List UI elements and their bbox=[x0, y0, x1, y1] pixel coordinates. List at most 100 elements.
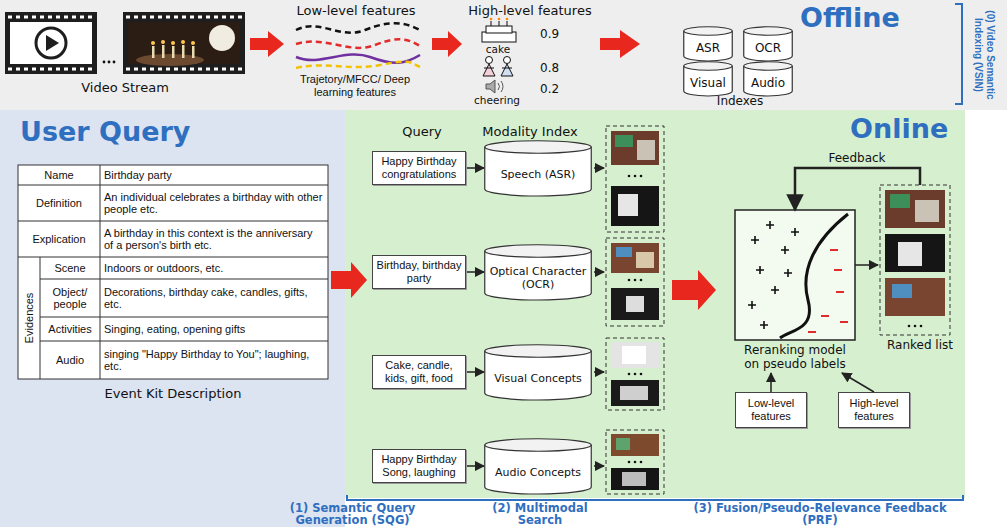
node-text: Low-level features bbox=[739, 397, 803, 423]
result-thumbnails bbox=[634, 175, 637, 178]
feature-caption: Trajetory/MFCC/ Deep learning features bbox=[290, 73, 420, 99]
ranked-thumbnails bbox=[915, 200, 939, 222]
concept-score: 0.9 bbox=[540, 27, 574, 42]
query-box: Birthday, birthday party bbox=[372, 255, 466, 289]
query-box: Cake, candle, kids, gift, food bbox=[372, 355, 466, 389]
node-text: Optical Character (OCR) bbox=[486, 265, 590, 291]
cake-icon bbox=[507, 21, 508, 26]
reranking-plot bbox=[808, 250, 848, 332]
red-arrow bbox=[250, 31, 284, 57]
kids-icon bbox=[484, 68, 494, 69]
connector-arrow bbox=[842, 373, 874, 392]
result-thumbnails bbox=[611, 243, 659, 273]
cake-icon bbox=[490, 18, 493, 21]
reranking-plot bbox=[748, 221, 799, 329]
event-kit-table bbox=[18, 221, 328, 222]
result-arrow bbox=[594, 271, 604, 273]
ranked-thumbnails bbox=[885, 190, 945, 228]
event-kit-table bbox=[18, 165, 328, 379]
connector-arrow bbox=[795, 168, 920, 210]
node-text: Ranked list bbox=[878, 338, 962, 352]
table-cell: Scene bbox=[40, 257, 100, 279]
modality-index: Visual Concepts bbox=[484, 344, 592, 400]
kids-icon bbox=[483, 57, 513, 77]
concept-name: cake bbox=[470, 43, 526, 56]
result-thumbnails bbox=[616, 438, 630, 450]
result-thumbnails bbox=[611, 380, 659, 406]
concept-score: 0.8 bbox=[540, 61, 574, 76]
red-arrow bbox=[432, 31, 462, 57]
kids-icon bbox=[501, 64, 513, 76]
panel-heading: Offline bbox=[800, 2, 900, 34]
reranking-model: Reranking model on pseudo labels bbox=[735, 210, 855, 373]
result-thumbnails bbox=[634, 279, 637, 282]
film-strip bbox=[191, 41, 195, 45]
film-strip bbox=[181, 40, 185, 44]
film-strip bbox=[8, 16, 95, 19]
result-thumbnails bbox=[611, 434, 659, 456]
table-cell: Activities bbox=[40, 317, 100, 341]
feature-heading: Low-level features bbox=[286, 3, 426, 19]
concept-name: cheering bbox=[462, 94, 532, 107]
node-text: Visual bbox=[685, 76, 731, 90]
film-strip bbox=[126, 68, 243, 71]
node-text: Birthday, birthday party bbox=[376, 259, 462, 285]
cylinder-top bbox=[684, 62, 733, 71]
ranked-thumbnails bbox=[920, 325, 923, 328]
film-strip bbox=[123, 12, 245, 74]
cylinder-top bbox=[744, 27, 793, 36]
feature-curve bbox=[296, 23, 420, 68]
table-cell: Name bbox=[18, 165, 100, 185]
cylinder-top bbox=[744, 62, 793, 71]
result-thumbnails bbox=[615, 135, 633, 147]
event-kit-table bbox=[18, 257, 328, 258]
index-cylinder: Visual bbox=[683, 61, 733, 96]
ellipsis-dots bbox=[108, 61, 111, 64]
film-strip bbox=[172, 46, 175, 58]
table-cell: Object/ people bbox=[40, 279, 100, 317]
film-strip bbox=[151, 41, 155, 45]
result-thumbnails bbox=[634, 461, 637, 464]
ranked-thumbnails bbox=[880, 185, 950, 335]
film-strip bbox=[209, 25, 235, 51]
stream-caption: Video Stream bbox=[70, 80, 180, 96]
feature-curve bbox=[296, 39, 420, 48]
film-strip bbox=[5, 12, 97, 74]
cylinder-top bbox=[684, 27, 733, 36]
ellipsis-dots bbox=[113, 61, 116, 64]
feature-curve bbox=[296, 23, 420, 32]
cylinder-body bbox=[485, 251, 592, 300]
result-thumbnails bbox=[640, 373, 643, 376]
result-thumbnails bbox=[620, 386, 648, 400]
reranking-plot bbox=[735, 210, 855, 340]
film-strip bbox=[182, 45, 185, 58]
result-thumbnails bbox=[636, 252, 654, 268]
ranked-thumbnails bbox=[898, 242, 922, 266]
result-thumbnails bbox=[611, 288, 659, 320]
index-cylinder: OCR bbox=[743, 26, 793, 61]
reranking-plot bbox=[780, 214, 848, 338]
ranked-thumbnails bbox=[914, 325, 917, 328]
film-strip bbox=[161, 40, 165, 44]
ranked-thumbnails bbox=[892, 284, 912, 298]
node-text: OCR bbox=[745, 41, 791, 55]
ranked-thumbnails bbox=[908, 325, 911, 328]
event-kit-table bbox=[100, 165, 101, 379]
node-text: Audio bbox=[745, 76, 791, 90]
ellipsis-dots bbox=[103, 61, 106, 64]
table-cell: Evidences bbox=[18, 257, 40, 379]
node-text: High-level features bbox=[842, 397, 906, 423]
ranked-thumbnails bbox=[890, 194, 910, 208]
step-label: (1) Semantic Query Generation (SQG) bbox=[255, 502, 450, 526]
result-thumbnails bbox=[640, 279, 643, 282]
result-thumbnails bbox=[606, 238, 664, 326]
offline-band: OfflineASROCRVisualAudioLow-level featur… bbox=[0, 0, 1007, 110]
red-arrow bbox=[600, 30, 640, 58]
online-panel: OnlineHappy Birthday congratulationsSpee… bbox=[345, 110, 965, 498]
connector-arrow bbox=[770, 373, 772, 392]
film-strip bbox=[162, 45, 165, 58]
panel-heading: User Query bbox=[20, 116, 190, 148]
feature-heading: High-level features bbox=[455, 3, 605, 19]
event-kit-table bbox=[18, 185, 328, 186]
result-thumbnails bbox=[634, 373, 637, 376]
